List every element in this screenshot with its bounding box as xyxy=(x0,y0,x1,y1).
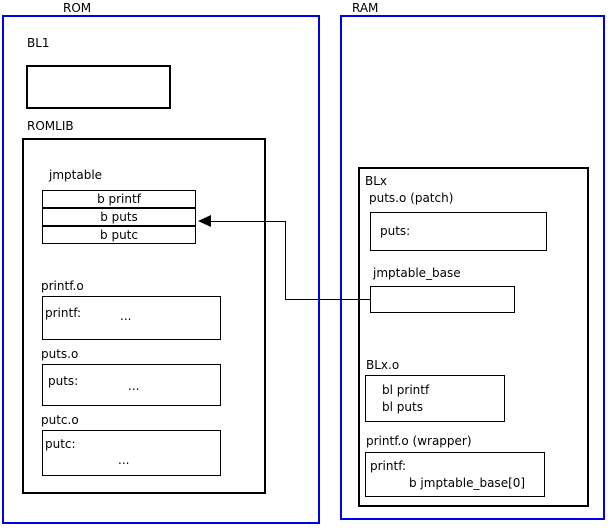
romlib-object-box-puts xyxy=(42,364,221,406)
romlib-label: ROMLIB xyxy=(27,119,74,133)
romlib-object-body-puts: ... xyxy=(128,379,140,393)
romlib-box xyxy=(22,138,266,494)
jmptable-entry-row: b printf xyxy=(42,190,196,208)
romlib-object-label-printf: printf.o xyxy=(41,279,84,293)
blx-o-line1: bl printf xyxy=(382,383,430,397)
connector-segment-bottom xyxy=(285,299,370,300)
blx-box xyxy=(358,167,589,507)
printf-wrapper-branch: b jmptable_base[0] xyxy=(409,476,526,490)
jmptable-entry-label: b printf xyxy=(97,192,141,206)
jmptable-entry-row: b putc xyxy=(42,226,196,244)
printf-wrapper-label: printf.o (wrapper) xyxy=(366,434,472,448)
jmptable-label: jmptable xyxy=(49,168,103,182)
bl1-box xyxy=(26,65,171,109)
romlib-object-label-puts: puts.o xyxy=(41,347,79,361)
printf-wrapper-box xyxy=(365,452,545,497)
rom-region xyxy=(2,15,320,524)
connector-segment-top xyxy=(209,221,286,222)
printf-wrapper-symbol: printf: xyxy=(370,459,407,473)
romlib-object-box-printf xyxy=(42,296,221,340)
connector-segment-vertical xyxy=(285,221,286,300)
bl1-label: BL1 xyxy=(27,36,50,50)
connector-arrowhead-icon xyxy=(198,215,211,227)
ram-region xyxy=(340,15,605,520)
puts-patch-label: puts.o (patch) xyxy=(369,191,454,205)
blx-o-label: BLx.o xyxy=(366,358,400,372)
romlib-object-body-putc: ... xyxy=(118,453,130,467)
romlib-object-symbol-puts: puts: xyxy=(48,374,79,388)
puts-patch-symbol: puts: xyxy=(380,224,411,238)
blx-label: BLx xyxy=(365,174,388,188)
romlib-object-symbol-putc: putc: xyxy=(45,437,76,451)
puts-patch-box xyxy=(370,212,547,251)
blx-o-line2: bl puts xyxy=(382,400,423,414)
jmptable-entry-label: b puts xyxy=(100,210,138,224)
jmptable-entry-row: b puts xyxy=(42,208,196,226)
romlib-object-box-putc xyxy=(42,430,221,476)
rom-region-label: ROM xyxy=(63,1,92,15)
romlib-object-label-putc: putc.o xyxy=(41,413,79,427)
ram-region-label: RAM xyxy=(352,1,379,15)
romlib-object-symbol-printf: printf: xyxy=(45,306,82,320)
blx-o-box xyxy=(365,375,505,422)
jmptable-entry-label: b putc xyxy=(100,228,138,242)
jmptable-base-box xyxy=(370,286,515,313)
jmptable-base-label: jmptable_base xyxy=(373,266,461,280)
romlib-object-body-printf: ... xyxy=(120,309,132,323)
